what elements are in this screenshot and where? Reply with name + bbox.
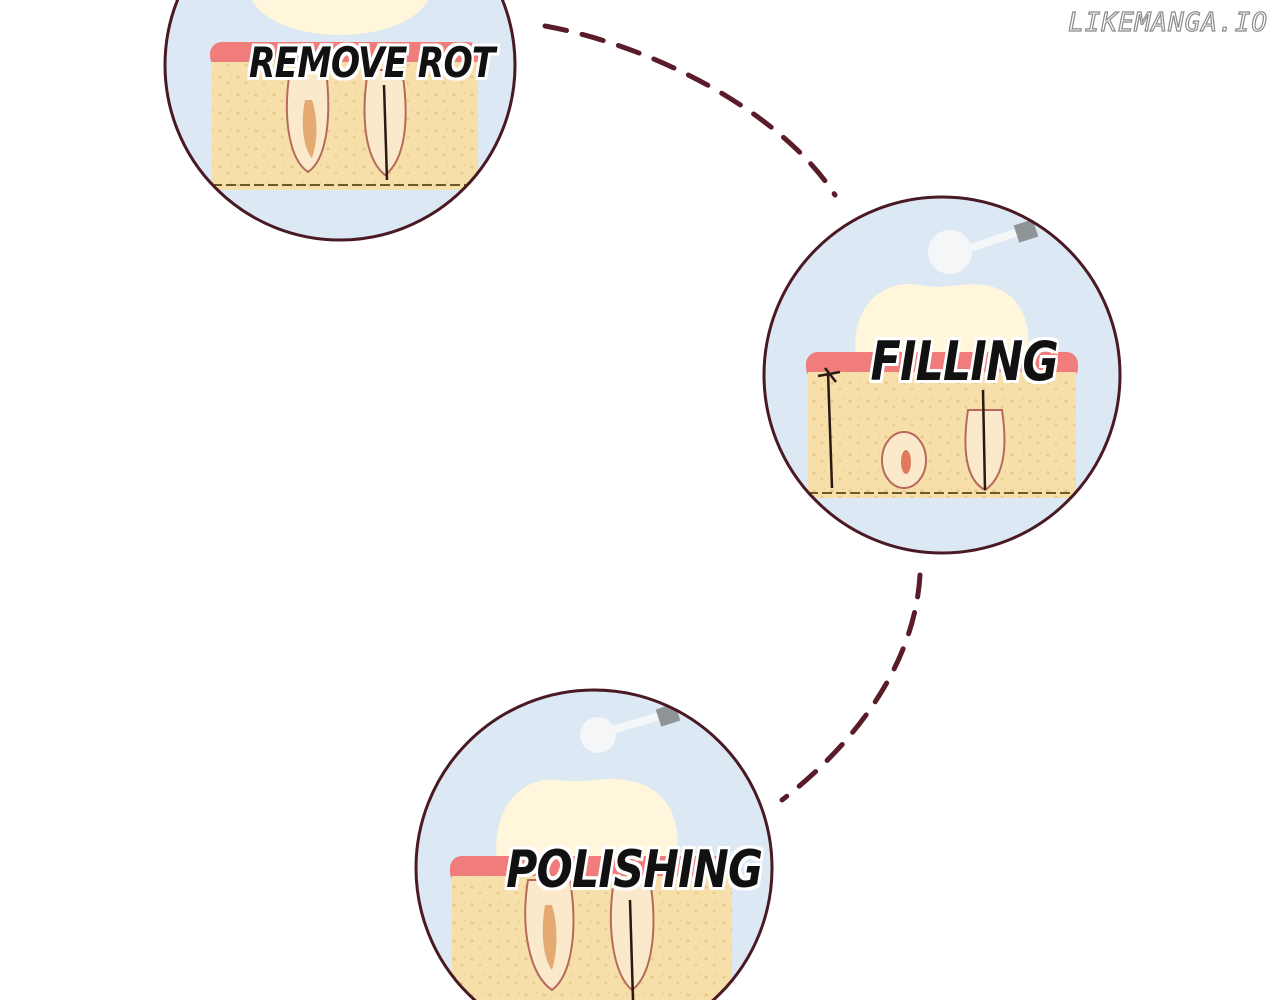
step-label-remove-rot: REMOVE ROT [248,38,495,87]
step-circle-filling [762,195,1122,555]
dashed-path-2 [779,572,923,803]
step-label-filling: FILLING [870,330,1059,393]
step-circle-polishing [414,688,774,1000]
site-watermark: LIKEMANGA.IO [1068,7,1268,38]
dashed-path-1 [542,23,838,198]
step-label-polishing: POLISHING [506,840,763,900]
